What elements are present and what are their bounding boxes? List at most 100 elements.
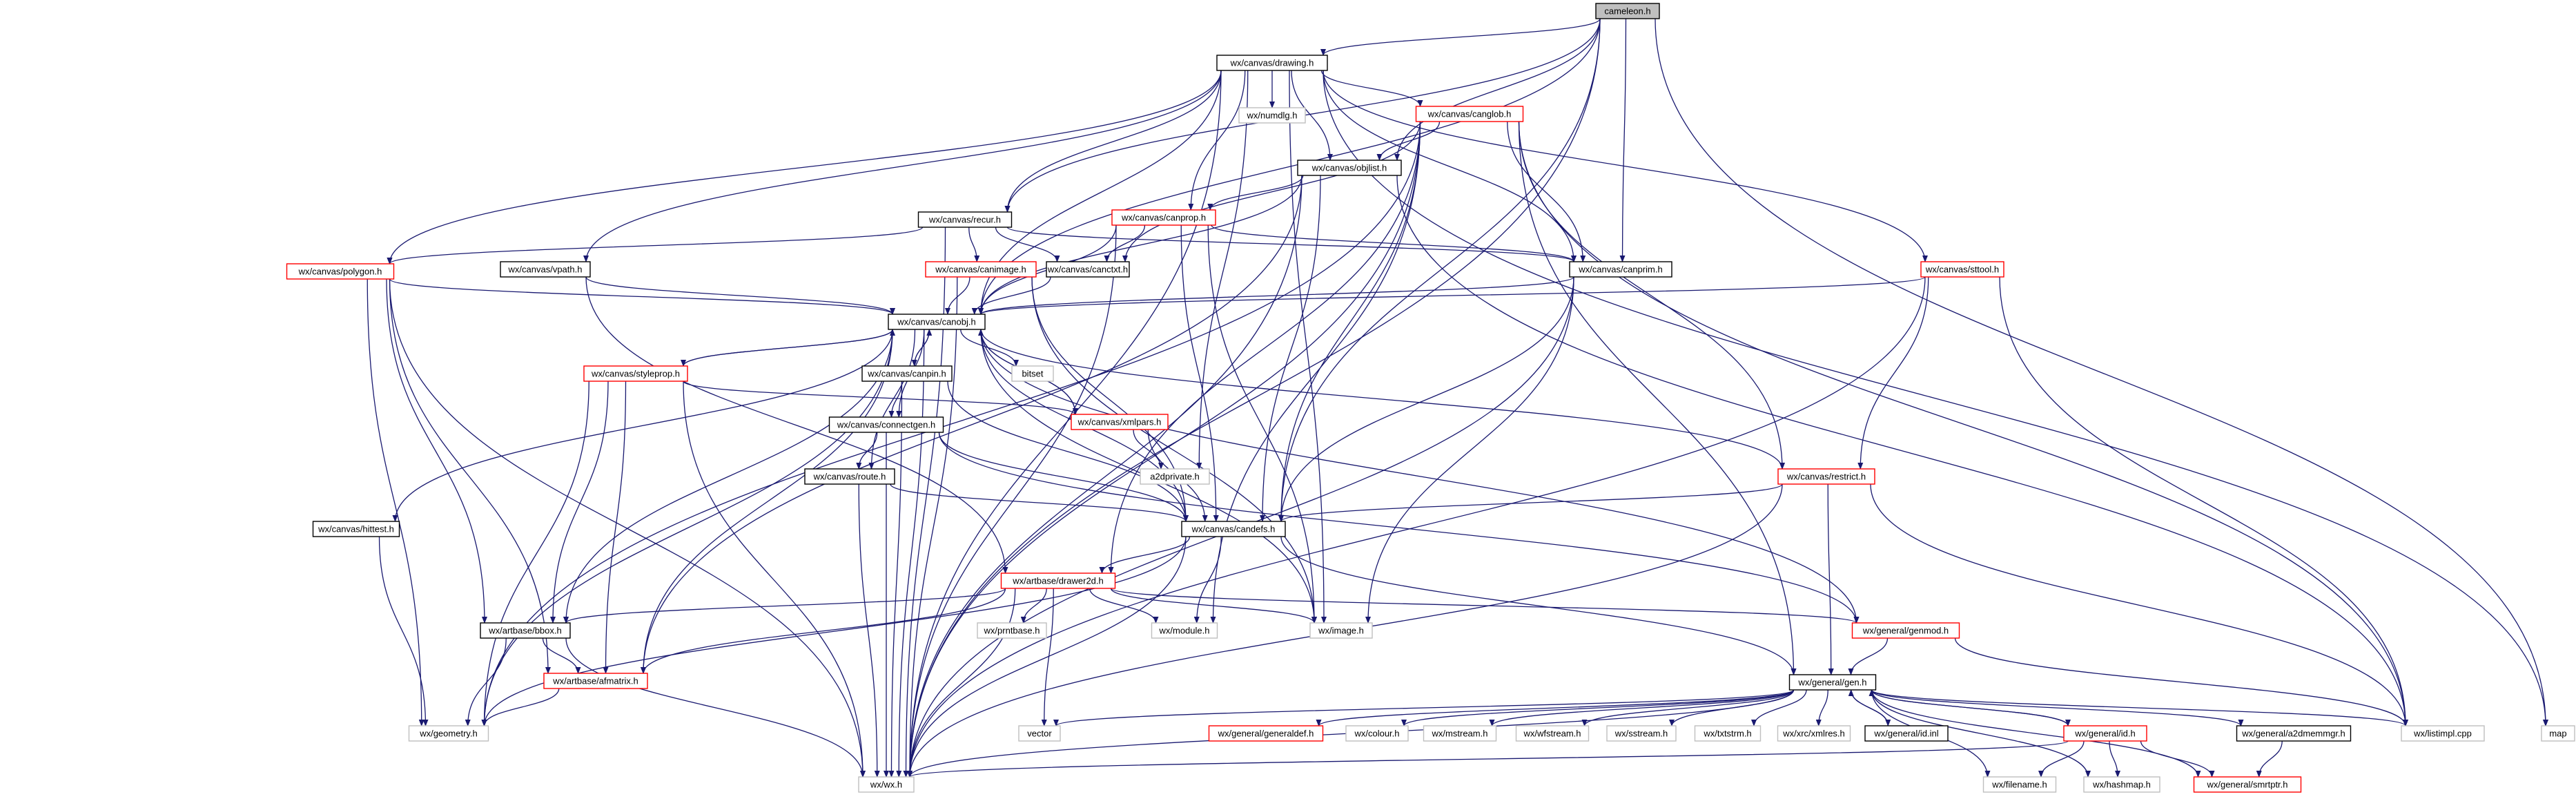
edge-canprop-to-canprim bbox=[1211, 224, 1577, 262]
edge-canglob-to-wx bbox=[907, 121, 1421, 778]
node-bitset[interactable]: bitset bbox=[1011, 365, 1054, 382]
node-box-candefs bbox=[1181, 521, 1286, 537]
node-label-id: wx/general/id.h bbox=[2074, 729, 2135, 739]
edge-gen-to-wfstream bbox=[1581, 689, 1795, 726]
edge-recur-to-canprim bbox=[1006, 227, 1577, 262]
node-label-xmlpars: wx/canvas/xmlpars.h bbox=[1077, 417, 1162, 427]
node-wx[interactable]: wx/wx.h bbox=[858, 776, 915, 793]
edge-canpin-to-wx bbox=[888, 381, 903, 778]
node-label-canglob: wx/canvas/canglob.h bbox=[1427, 109, 1512, 119]
edge-gen-to-listimpl bbox=[1871, 689, 2408, 726]
node-a2dprivate[interactable]: a2dprivate.h bbox=[1140, 468, 1210, 485]
node-box-hashmap bbox=[2083, 776, 2160, 793]
edge-connectgen-to-genmod bbox=[938, 432, 1860, 624]
edge-canobj-to-route bbox=[868, 329, 916, 470]
node-listimpl[interactable]: wx/listimpl.cpp bbox=[2401, 725, 2485, 742]
node-restrict[interactable]: wx/canvas/restrict.h bbox=[1777, 468, 1875, 485]
node-geometry[interactable]: wx/geometry.h bbox=[408, 725, 489, 742]
node-canpin[interactable]: wx/canvas/canpin.h bbox=[861, 365, 953, 382]
edge-vpath-to-drawer2d bbox=[585, 276, 1008, 574]
node-box-canobj bbox=[888, 314, 986, 330]
node-label-cameleon: cameleon.h bbox=[1604, 6, 1650, 17]
node-canprim[interactable]: wx/canvas/canprim.h bbox=[1569, 261, 1672, 278]
node-box-canglob bbox=[1415, 106, 1524, 122]
edge-polygon-to-bbox bbox=[386, 278, 487, 624]
edge-route-to-candefs bbox=[890, 483, 1189, 522]
edge-canprim-to-image bbox=[1365, 276, 1574, 624]
node-generaldef[interactable]: wx/general/generaldef.h bbox=[1208, 725, 1324, 742]
node-label-canpin: wx/canvas/canpin.h bbox=[867, 369, 946, 379]
edge-canglob-to-module bbox=[1210, 121, 1421, 624]
edge-canglob-to-candefs bbox=[1278, 121, 1421, 522]
node-label-drawer2d: wx/artbase/drawer2d.h bbox=[1012, 576, 1104, 586]
node-box-numdlg bbox=[1238, 107, 1306, 124]
edge-canobj-to-wx bbox=[896, 329, 925, 778]
node-label-module: wx/module.h bbox=[1159, 626, 1210, 636]
node-polygon[interactable]: wx/canvas/polygon.h bbox=[286, 263, 395, 280]
node-canimage[interactable]: wx/canvas/canimage.h bbox=[925, 261, 1037, 278]
node-vpath[interactable]: wx/canvas/vpath.h bbox=[500, 261, 591, 278]
node-prntbase[interactable]: wx/prntbase.h bbox=[977, 622, 1047, 639]
node-xmlres[interactable]: wx/xrc/xmlres.h bbox=[1777, 725, 1851, 742]
node-sstream[interactable]: wx/sstream.h bbox=[1606, 725, 1677, 742]
node-label-connectgen: wx/canvas/connectgen.h bbox=[837, 420, 935, 430]
node-gen[interactable]: wx/general/gen.h bbox=[1788, 674, 1877, 691]
node-image[interactable]: wx/image.h bbox=[1309, 622, 1373, 639]
node-label-a2dprivate: a2dprivate.h bbox=[1150, 472, 1200, 482]
node-id[interactable]: wx/general/id.h bbox=[2063, 725, 2147, 742]
node-box-canimage bbox=[925, 261, 1037, 278]
edge-cameleon-to-map bbox=[1655, 18, 2548, 726]
node-module[interactable]: wx/module.h bbox=[1151, 622, 1218, 639]
node-map[interactable]: map bbox=[2541, 725, 2575, 742]
node-canprop[interactable]: wx/canvas/canprop.h bbox=[1111, 209, 1216, 226]
node-route[interactable]: wx/canvas/route.h bbox=[804, 468, 895, 485]
node-wfstream[interactable]: wx/wfstream.h bbox=[1515, 725, 1590, 742]
node-box-connectgen bbox=[828, 416, 944, 433]
node-a2dmemmgr[interactable]: wx/general/a2dmemmgr.h bbox=[2236, 725, 2352, 742]
node-colour[interactable]: wx/colour.h bbox=[1345, 725, 1409, 742]
node-afmatrix[interactable]: wx/artbase/afmatrix.h bbox=[543, 673, 648, 689]
edge-drawer2d-to-genmod bbox=[1110, 588, 1860, 624]
node-xmlpars[interactable]: wx/canvas/xmlpars.h bbox=[1071, 414, 1169, 430]
node-recur[interactable]: wx/canvas/recur.h bbox=[917, 211, 1013, 228]
node-bbox[interactable]: wx/artbase/bbox.h bbox=[480, 622, 571, 639]
node-box-cameleon bbox=[1595, 3, 1660, 19]
node-sttool[interactable]: wx/canvas/sttool.h bbox=[1920, 261, 2004, 278]
node-smrtptr[interactable]: wx/general/smrtptr.h bbox=[2193, 776, 2302, 793]
node-filename[interactable]: wx/filename.h bbox=[1982, 776, 2057, 793]
node-numdlg[interactable]: wx/numdlg.h bbox=[1238, 107, 1306, 124]
node-canctxt[interactable]: wx/canvas/canctxt.h bbox=[1046, 261, 1130, 278]
node-label-prntbase: wx/prntbase.h bbox=[984, 626, 1040, 636]
node-label-styleprop: wx/canvas/styleprop.h bbox=[591, 369, 680, 379]
node-idinl[interactable]: wx/general/id.inl bbox=[1864, 725, 1949, 742]
node-label-genmod: wx/general/genmod.h bbox=[1862, 626, 1949, 636]
node-canobj[interactable]: wx/canvas/canobj.h bbox=[888, 314, 986, 330]
node-box-recur bbox=[917, 211, 1013, 228]
node-styleprop[interactable]: wx/canvas/styleprop.h bbox=[583, 365, 688, 382]
node-label-xmlres: wx/xrc/xmlres.h bbox=[1782, 729, 1845, 739]
node-cameleon[interactable]: cameleon.h bbox=[1595, 3, 1660, 19]
edge-cameleon-to-candefs bbox=[1278, 18, 1601, 522]
node-objlist[interactable]: wx/canvas/objlist.h bbox=[1297, 160, 1402, 176]
node-label-geometry: wx/geometry.h bbox=[419, 729, 478, 739]
edge-hittest-to-geometry bbox=[378, 536, 429, 726]
edge-gen-to-mstream bbox=[1489, 689, 1795, 726]
node-txtstrm[interactable]: wx/txtstrm.h bbox=[1694, 725, 1762, 742]
edge-objlist-to-afmatrix bbox=[641, 175, 1302, 674]
edge-canobj-to-hittest bbox=[392, 329, 893, 522]
edge-restrict-to-candefs bbox=[1278, 483, 1783, 522]
edge-candefs-to-geometry bbox=[481, 536, 1187, 726]
edge-canprop-to-image bbox=[1207, 224, 1317, 624]
node-candefs[interactable]: wx/canvas/candefs.h bbox=[1181, 521, 1286, 537]
node-hittest[interactable]: wx/canvas/hittest.h bbox=[312, 521, 400, 537]
node-box-canprop bbox=[1111, 209, 1216, 226]
node-genmod[interactable]: wx/general/genmod.h bbox=[1851, 622, 1960, 639]
node-box-canpin bbox=[861, 365, 953, 382]
node-canglob[interactable]: wx/canvas/canglob.h bbox=[1415, 106, 1524, 122]
node-hashmap[interactable]: wx/hashmap.h bbox=[2083, 776, 2160, 793]
node-drawer2d[interactable]: wx/artbase/drawer2d.h bbox=[1000, 572, 1116, 589]
node-vector[interactable]: vector bbox=[1018, 725, 1061, 742]
node-mstream[interactable]: wx/mstream.h bbox=[1423, 725, 1497, 742]
node-drawing[interactable]: wx/canvas/drawing.h bbox=[1216, 55, 1328, 71]
node-connectgen[interactable]: wx/canvas/connectgen.h bbox=[828, 416, 944, 433]
